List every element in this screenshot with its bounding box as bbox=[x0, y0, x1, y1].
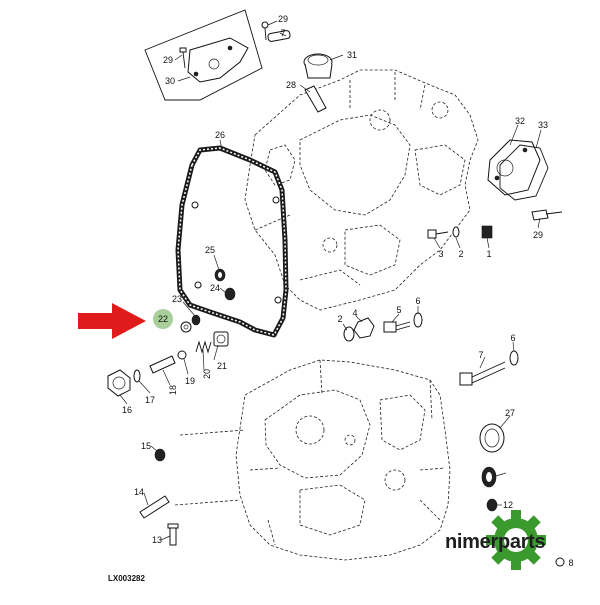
callout-20: 21 bbox=[217, 361, 227, 371]
plug-part-15 bbox=[107, 369, 131, 397]
gasket-part-25 bbox=[175, 145, 289, 338]
callout-22: 23 bbox=[172, 294, 182, 304]
ball-part-18 bbox=[177, 350, 187, 360]
callout-3: 3 bbox=[438, 249, 443, 259]
pin-part-8 bbox=[267, 30, 291, 42]
bolt-part-3 bbox=[427, 229, 449, 239]
washer-part-2-middle bbox=[343, 326, 355, 342]
callout-5: 5 bbox=[396, 305, 401, 315]
lower-housing bbox=[174, 359, 451, 561]
pin-part-12 bbox=[167, 523, 179, 546]
spring-part-19 bbox=[195, 340, 212, 354]
callout-28-top: 29 bbox=[278, 14, 288, 24]
pin-part-17 bbox=[149, 355, 176, 374]
callout-28-left: 29 bbox=[163, 55, 173, 65]
callout-31: 32 bbox=[515, 116, 525, 126]
seal-part-24 bbox=[214, 268, 226, 282]
gear-tooth bbox=[511, 558, 521, 570]
callout-15: 16 bbox=[122, 405, 132, 415]
highlight-arrow bbox=[78, 303, 146, 339]
callout-14: 15 bbox=[141, 441, 151, 451]
callout-6-lower: 6 bbox=[510, 333, 515, 343]
inset-box bbox=[144, 9, 263, 101]
nut-part-4 bbox=[353, 317, 375, 339]
washer-part-6-lower bbox=[509, 350, 519, 366]
cover-plate-part-29 bbox=[187, 37, 249, 83]
highlight-marker bbox=[153, 309, 173, 329]
callout-28-right: 29 bbox=[533, 230, 543, 240]
callout-25: 26 bbox=[215, 130, 225, 140]
callout-4: 4 bbox=[352, 308, 357, 318]
gasket-part-32 bbox=[499, 144, 549, 201]
callout-13: 14 bbox=[134, 487, 144, 497]
bolt-part-28-top-left bbox=[179, 47, 187, 69]
callouts: 29 7 29 30 31 28 26 32 33 29 3 2 1 25 24… bbox=[122, 14, 574, 568]
washer-part-2-upper bbox=[452, 226, 460, 238]
seal-part-21 bbox=[180, 321, 192, 333]
brand-gear-logo bbox=[486, 510, 546, 570]
plug-part-11 bbox=[486, 498, 498, 512]
callout-21: 22 bbox=[158, 314, 168, 324]
callout-23: 24 bbox=[210, 283, 220, 293]
bolt-part-7 bbox=[459, 361, 506, 386]
callout-24: 25 bbox=[205, 245, 215, 255]
callout-26: 27 bbox=[505, 408, 515, 418]
callout-19: 20 bbox=[202, 369, 212, 379]
leader-lines bbox=[119, 20, 542, 541]
plug-part-10 bbox=[555, 557, 565, 567]
callout-27: 28 bbox=[286, 80, 296, 90]
callout-16: 17 bbox=[145, 395, 155, 405]
callout-17: 18 bbox=[168, 385, 178, 395]
ring-part-22 bbox=[191, 314, 201, 326]
gear-tooth bbox=[511, 510, 521, 522]
callout-11: 12 bbox=[503, 500, 513, 510]
callout-2-middle: 2 bbox=[337, 314, 342, 324]
spacer-part-20 bbox=[213, 331, 229, 347]
callout-10: 8 bbox=[568, 558, 573, 568]
washer-part-23 bbox=[224, 287, 236, 301]
callout-7: 7 bbox=[478, 350, 483, 360]
brand-wordmark: nimerparts bbox=[445, 531, 546, 553]
bolt-part-5 bbox=[383, 321, 411, 333]
seal-part-26 bbox=[479, 423, 505, 453]
callout-12: 13 bbox=[152, 535, 162, 545]
drawing-reference-code: LX003282 bbox=[108, 574, 145, 583]
gear-part-33 bbox=[481, 466, 497, 488]
callout-6-upper: 6 bbox=[415, 296, 420, 306]
callout-8: 7 bbox=[280, 28, 285, 38]
plug-part-30 bbox=[303, 53, 333, 79]
plug-part-1 bbox=[481, 225, 493, 239]
callout-18: 19 bbox=[185, 376, 195, 386]
cover-part-31 bbox=[487, 139, 541, 196]
bolt-part-28-top bbox=[261, 21, 269, 41]
bolt-part-28-right bbox=[531, 209, 563, 221]
callout-32: 33 bbox=[538, 120, 548, 130]
washer-part-6-upper bbox=[413, 312, 423, 328]
callout-30: 31 bbox=[347, 50, 357, 60]
callout-2-upper: 2 bbox=[458, 249, 463, 259]
stud-part-13 bbox=[139, 495, 170, 519]
washer-part-16 bbox=[133, 369, 141, 383]
callout-1: 1 bbox=[486, 249, 491, 259]
pin-part-27 bbox=[304, 85, 327, 113]
callout-29: 30 bbox=[165, 76, 175, 86]
